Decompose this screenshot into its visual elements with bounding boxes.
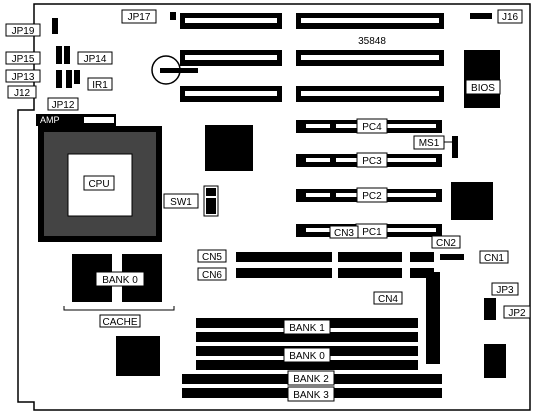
label-pc4: PC4: [362, 122, 382, 133]
cn3-connector: [338, 252, 402, 262]
label-bank2: BANK 2: [293, 374, 329, 385]
label-pc2: PC2: [362, 191, 382, 202]
isa-slots-left: [180, 13, 282, 102]
board-outline: [17, 3, 531, 411]
label-jp15: JP15: [12, 54, 35, 65]
label-cn2: CN2: [436, 238, 456, 249]
board-number: 35848: [358, 36, 386, 47]
isa-slots-right: [296, 13, 444, 102]
label-bank3: BANK 3: [293, 390, 329, 401]
bios-chip: BIOS: [464, 50, 501, 108]
label-j12: J12: [14, 88, 31, 99]
label-cn6: CN6: [202, 270, 222, 281]
label-pc1: PC1: [362, 227, 382, 238]
svg-text:BIOS: BIOS: [471, 83, 495, 94]
jp3-jp2-headers: [484, 298, 496, 320]
label-jp14: JP14: [84, 54, 107, 65]
power-connector: [426, 272, 440, 364]
label-bank0: BANK 0: [289, 351, 325, 362]
label-jp2: JP2: [508, 308, 526, 319]
label-cn5: CN5: [202, 252, 222, 263]
label-cache: CACHE: [102, 317, 137, 328]
battery: [151, 55, 198, 85]
label-jp3: JP3: [496, 285, 514, 296]
cpu-socket: CPU AMP: [36, 114, 162, 242]
cn4-connector: [338, 268, 402, 278]
cn1-connector: [440, 254, 464, 260]
cn6-connector: [236, 268, 332, 278]
ms1-header: [452, 136, 458, 158]
cn2-connector: [410, 252, 434, 262]
j16-header: [470, 13, 492, 19]
label-sw1: SW1: [170, 197, 192, 208]
label-cn3: CN3: [334, 228, 354, 239]
label-jp17: JP17: [128, 12, 151, 23]
label-j16: J16: [502, 12, 519, 23]
label-bank0-cache: BANK 0: [102, 275, 138, 286]
label-jp12: JP12: [52, 100, 75, 111]
svg-text:CPU: CPU: [88, 179, 109, 190]
label-jp19: JP19: [12, 26, 35, 37]
label-ir1: IR1: [92, 80, 108, 91]
chipset-2: [451, 182, 493, 220]
cn5-connector: [236, 252, 332, 262]
label-cn1: CN1: [484, 253, 504, 264]
keyboard-connector: [484, 344, 506, 378]
chipset-1: [205, 125, 253, 171]
chipset-3: [116, 336, 160, 376]
label-ms1: MS1: [419, 138, 440, 149]
svg-text:AMP: AMP: [40, 115, 60, 125]
cn4b-connector: [410, 268, 434, 278]
label-bank1: BANK 1: [289, 323, 325, 334]
left-jumper-headers: [52, 18, 80, 88]
label-jp13: JP13: [12, 72, 35, 83]
jp17-header: [170, 12, 176, 20]
label-cn4: CN4: [378, 294, 398, 305]
label-pc3: PC3: [362, 156, 382, 167]
